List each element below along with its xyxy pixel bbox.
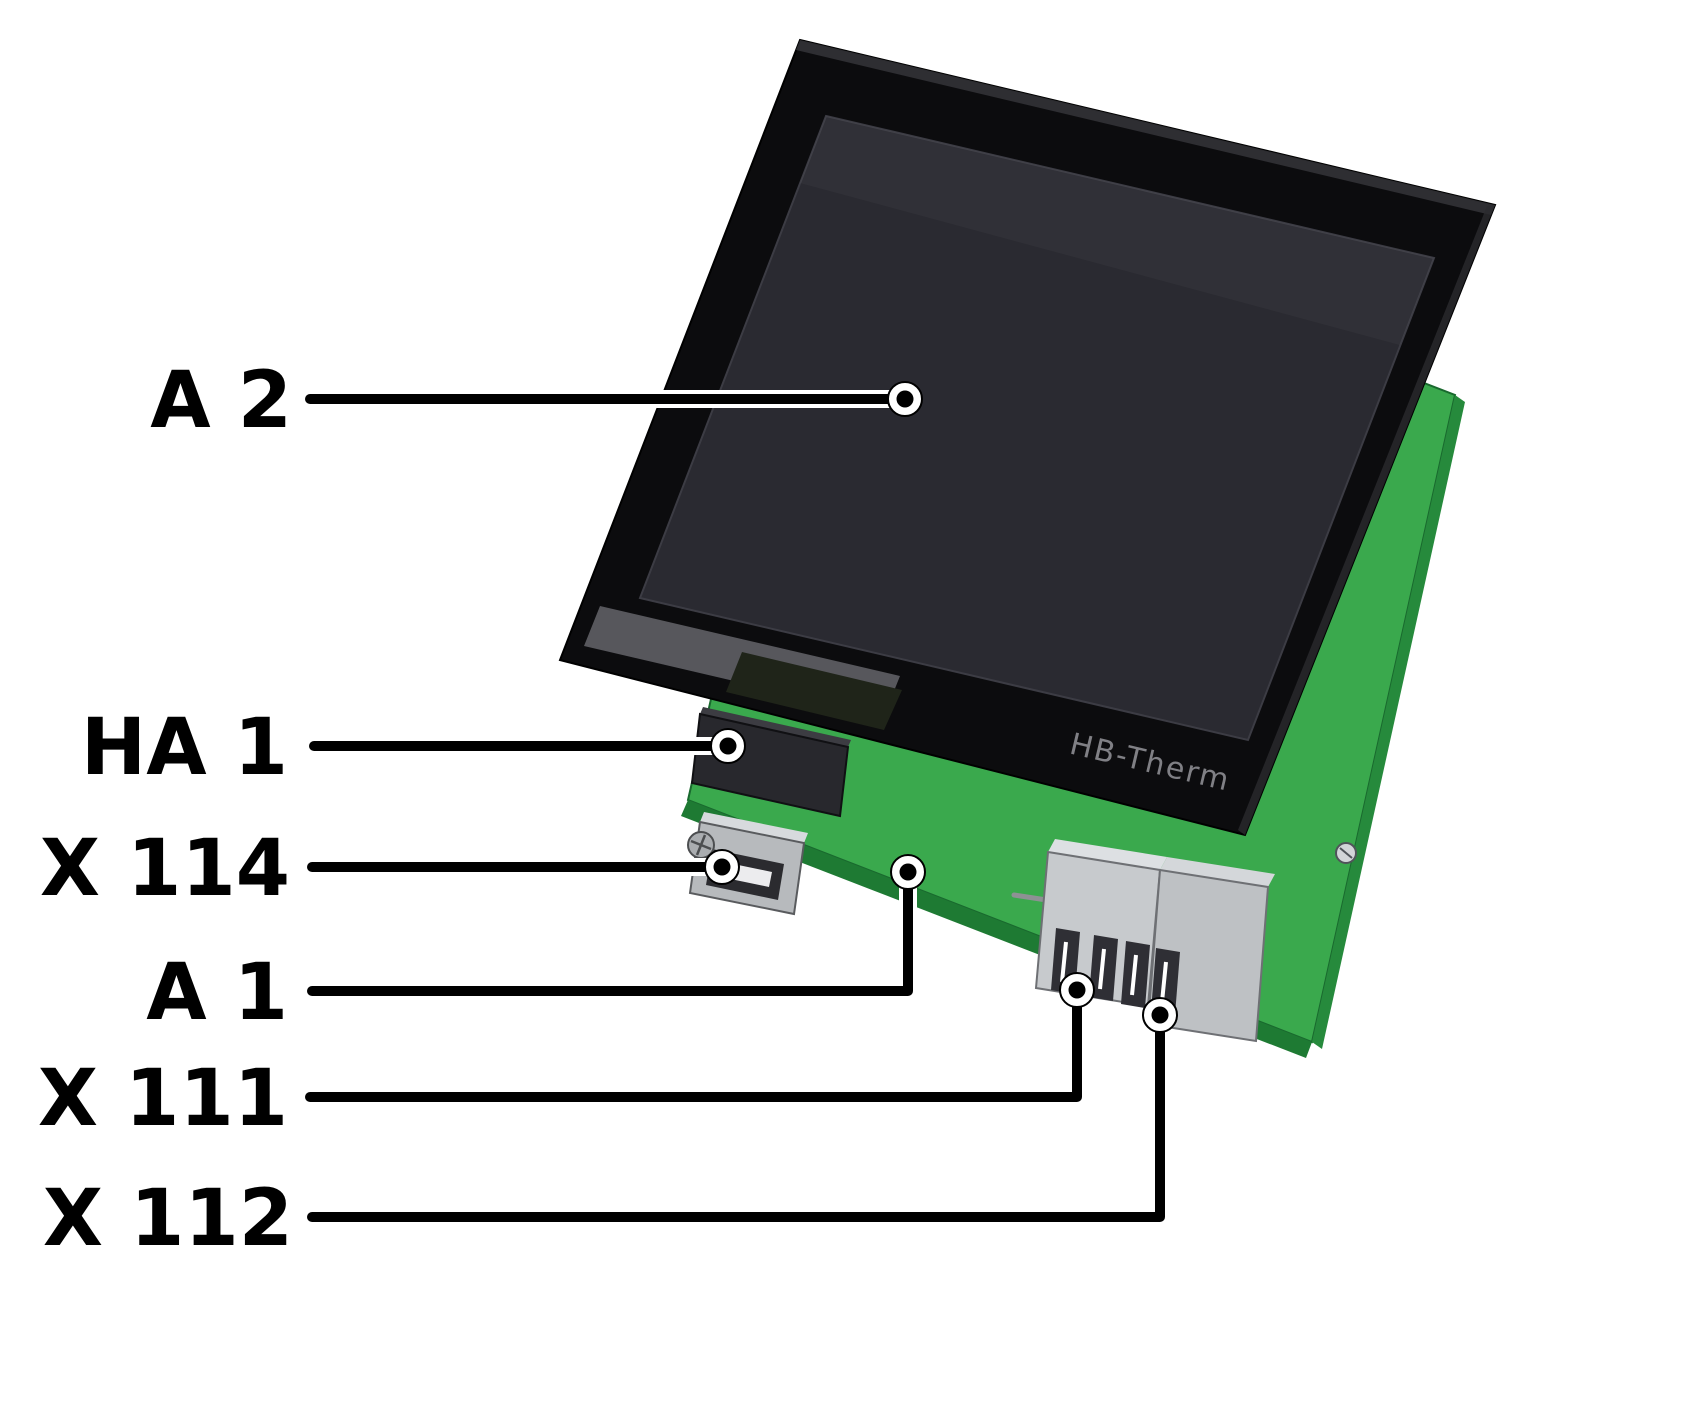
callout-x114: X 114 [40,824,740,914]
callout-label-x114: X 114 [40,824,290,914]
leader-casing [303,1006,1169,1226]
chin-slot-opening [726,652,902,730]
callout-ha1: HA 1 [81,703,746,793]
terminal-slot [1121,941,1150,1008]
terminal-left-top [1048,839,1167,870]
ha1-top-face [700,707,851,747]
callout-dot [713,858,731,876]
bezel-top-bevel [796,40,1495,215]
pcb-mount-hole [1335,842,1357,864]
callout-dot [1151,1006,1169,1024]
screw-icon [687,831,715,859]
callout-label-x112: X 112 [43,1174,293,1264]
display-module: HB-Therm [558,38,1497,837]
callout-label-x111: X 111 [38,1054,288,1144]
callout-label-ha1: HA 1 [81,703,288,793]
terminal-right-front [1146,868,1270,1043]
terminal-block [1011,839,1275,1043]
callout-x111: X 111 [38,972,1095,1144]
x114-top-face [700,812,808,843]
callout-label-a2: A 2 [150,356,292,446]
callout-dot [719,737,737,755]
leader-line [307,867,913,996]
callout-dot [899,863,917,881]
pcb-edge-right [1312,395,1465,1049]
leader-casing [303,863,917,1000]
leader-line [305,985,1082,1102]
callout-label-a1: A 1 [146,948,288,1038]
leader-line [307,1010,1165,1222]
display-screen [638,114,1436,742]
callout-a2: A 2 [150,356,923,446]
callout-a1: A 1 [146,854,926,1038]
callout-dot [1068,981,1086,999]
callout-x112: X 112 [43,997,1178,1264]
callout-dot [896,390,914,408]
terminal-slot [1089,935,1118,1001]
bezel-right-bevel [1238,205,1495,835]
leader-casing [301,981,1086,1106]
terminal-right-top [1160,857,1275,887]
